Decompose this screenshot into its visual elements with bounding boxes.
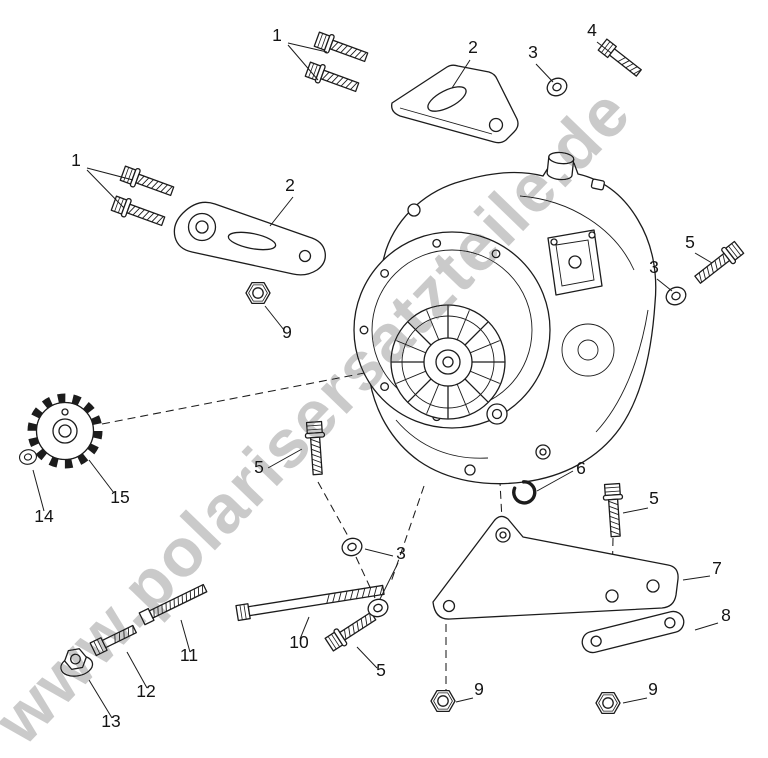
strap-plate: [581, 610, 685, 654]
flange-bolt-1b-lower: [109, 193, 168, 231]
callout-labels: 1 1 2 2 3 3 3 4 5 5 5 5 6 7 8 9 9 9 10 1…: [34, 20, 731, 731]
callout-5c: 5: [649, 488, 659, 508]
drive-sprocket: [27, 393, 103, 469]
housing-mount-boss: [547, 229, 603, 296]
callout-3b: 3: [649, 257, 659, 277]
mount-bracket-triangular: [432, 515, 679, 620]
mount-bracket-upper: [391, 64, 519, 144]
flange-bolt-5c: [601, 482, 626, 538]
callout-4: 4: [587, 20, 597, 40]
flange-bolt-1a-lower: [303, 59, 362, 97]
flange-bolt-5a: [691, 239, 746, 288]
hex-nut-9b: [430, 689, 456, 713]
callout-8: 8: [721, 605, 731, 625]
flange-bolt-1a-upper: [312, 29, 371, 67]
callout-9a: 9: [282, 322, 292, 342]
callout-5b: 5: [254, 457, 264, 477]
washer-14: [17, 447, 39, 467]
long-bolt-10: [235, 581, 386, 622]
callout-3c: 3: [396, 543, 406, 563]
callout-10: 10: [289, 632, 309, 652]
cooling-fan-icon: [390, 304, 506, 420]
flange-bolt-1b-upper: [118, 163, 177, 201]
mount-bracket-left: [173, 201, 326, 276]
callout-1a: 1: [272, 25, 282, 45]
leader-lines: [32, 41, 719, 719]
hex-nut-9a: [245, 281, 271, 305]
callout-5d: 5: [376, 660, 386, 680]
callout-14: 14: [34, 506, 54, 526]
callout-6: 6: [576, 458, 586, 478]
callout-11: 11: [180, 645, 198, 665]
oil-fill-cap: [546, 151, 575, 181]
callout-1b: 1: [71, 150, 81, 170]
hex-nut-9c: [595, 691, 621, 715]
callout-5a: 5: [685, 232, 695, 252]
callout-13: 13: [101, 711, 120, 731]
callout-9c: 9: [648, 679, 658, 699]
gearcase-housing: [353, 151, 657, 485]
callout-12: 12: [136, 681, 155, 701]
callout-3a: 3: [528, 42, 538, 62]
callout-15: 15: [110, 487, 129, 507]
callout-9b: 9: [474, 679, 484, 699]
callout-2a: 2: [468, 37, 478, 57]
callout-7: 7: [712, 558, 722, 578]
callout-2b: 2: [285, 175, 295, 195]
vent-fitting: [590, 178, 605, 191]
washer-3c-upper: [339, 535, 365, 559]
washer-3a: [543, 74, 571, 100]
hex-bolt-4: [597, 38, 644, 80]
